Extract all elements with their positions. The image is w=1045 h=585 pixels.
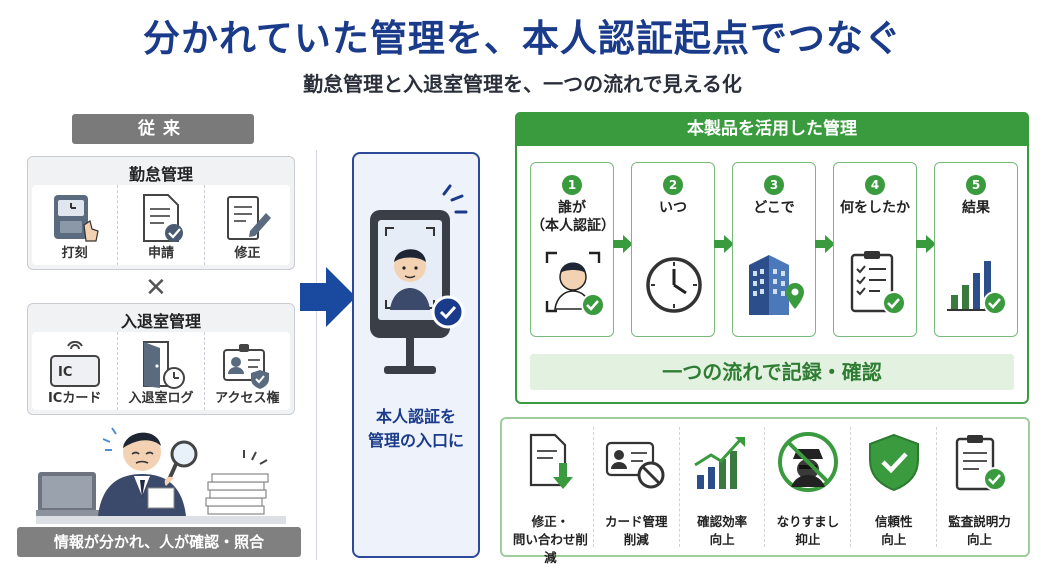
- right-arrow-icon: [300, 267, 356, 327]
- step-label-line1: 誰が: [558, 200, 586, 216]
- benefit-item: 監査説明力 向上: [937, 427, 1022, 547]
- step-who: 1 誰が （本人認証）: [530, 162, 615, 337]
- door-log-icon: [142, 341, 185, 389]
- growth-chart-icon: [694, 437, 746, 489]
- access-item-label: アクセス権: [215, 391, 280, 406]
- attendance-item-edit: 修正: [205, 185, 290, 265]
- step-label: 何をしたか: [834, 199, 916, 217]
- benefit-item: カード管理 削減: [594, 427, 680, 547]
- step-number: 4: [865, 175, 885, 195]
- step-label-line1: いつ: [659, 200, 687, 216]
- flow-banner: 一つの流れで記録・確認: [530, 354, 1014, 390]
- green-arrow-icon: [815, 235, 835, 253]
- benefit-label: 修正・ 問い合わせ削減: [512, 514, 588, 565]
- ic-card-text: IC: [58, 365, 72, 380]
- step-label: いつ: [632, 199, 714, 217]
- step-number: 5: [966, 175, 986, 195]
- step-label-line2: （本人認証）: [531, 218, 615, 234]
- clock-icon: [646, 257, 702, 313]
- step-label: 結果: [935, 199, 1017, 217]
- center-caption-line1: 本人認証を: [375, 407, 456, 426]
- bar-chart-icon: [947, 261, 1007, 315]
- step-number: 3: [764, 175, 784, 195]
- page-subtitle: 勤怠管理と入退室管理を、一つの流れで見える化: [303, 72, 742, 96]
- benefit-item: 修正・ 問い合わせ削減: [508, 427, 594, 565]
- step-label: 誰が （本人認証）: [531, 199, 615, 235]
- step-label-line1: 結果: [962, 200, 990, 216]
- benefit-item: なりすまし 抑止: [765, 427, 852, 547]
- step-number: 2: [663, 175, 683, 195]
- card-prohibited-icon: [606, 441, 665, 489]
- page-title: 分かれていた管理を、本人認証起点でつなぐ: [143, 17, 902, 60]
- time-clock-icon: [53, 195, 99, 242]
- product-header: 本製品を活用した管理: [515, 112, 1029, 146]
- step-result: 5 結果: [934, 162, 1018, 337]
- ic-card-icon: IC: [49, 340, 100, 387]
- attendance-item-label: 申請: [147, 246, 174, 261]
- attendance-title: 勤怠管理: [128, 165, 193, 184]
- attendance-item-label: 修正: [234, 246, 261, 261]
- access-title: 入退室管理: [120, 312, 201, 331]
- benefit-item: 信頼性 向上: [851, 427, 938, 547]
- benefit-label: 確認効率 向上: [697, 514, 748, 547]
- attendance-group: 勤怠管理 打刻 申請: [27, 156, 295, 270]
- edit-document-icon: [227, 196, 272, 240]
- green-arrow-icon: [613, 235, 633, 253]
- access-item-label: ICカード: [47, 391, 102, 406]
- legacy-header: 従来: [72, 114, 254, 144]
- attendance-item-label: 打刻: [61, 246, 88, 261]
- no-impersonation-icon: [777, 432, 838, 492]
- building-location-icon: [749, 255, 804, 315]
- face-auth-kiosk-icon: [370, 184, 468, 374]
- step-what: 4 何をしたか: [833, 162, 917, 337]
- document-download-icon: [530, 433, 574, 489]
- shield-check-icon: [868, 433, 919, 492]
- green-arrow-icon: [714, 235, 734, 253]
- step-where: 3 どこで: [732, 162, 816, 337]
- benefit-label: なりすまし 抑止: [776, 514, 840, 547]
- access-item-iccard: IC ICカード: [32, 332, 119, 410]
- benefit-label: 監査説明力 向上: [948, 514, 1011, 547]
- attendance-item-punch: 打刻: [32, 185, 119, 265]
- application-document-icon: [142, 194, 183, 242]
- step-number: 1: [562, 175, 582, 195]
- access-group: 入退室管理 IC ICカード 入退室ログ: [27, 303, 295, 415]
- step-label-line1: どこで: [753, 200, 795, 216]
- access-item-permission: アクセス権: [205, 332, 290, 410]
- benefits-panel: 修正・ 問い合わせ削減 カード管理 削減 確認効率 向上: [500, 417, 1030, 565]
- benefit-item: 確認効率 向上: [680, 427, 766, 547]
- step-when: 2 いつ: [631, 162, 715, 337]
- access-item-label: 入退室ログ: [128, 391, 194, 406]
- attendance-item-apply: 申請: [118, 185, 205, 265]
- access-badge-icon: [223, 344, 270, 389]
- center-caption: 本人認証を 管理の入口に: [352, 405, 480, 453]
- audit-clipboard-icon: [955, 435, 1007, 491]
- times-symbol: ✕: [145, 273, 167, 303]
- worried-person-illustration: [36, 427, 286, 524]
- column-divider: [316, 150, 317, 560]
- center-caption-line2: 管理の入口に: [367, 431, 464, 450]
- checklist-icon: [850, 251, 906, 315]
- step-label-line1: 何をしたか: [840, 200, 910, 216]
- green-arrow-icon: [916, 235, 936, 253]
- access-item-log: 入退室ログ: [118, 332, 205, 410]
- benefit-label: カード管理 削減: [604, 514, 668, 547]
- legacy-footer: 情報が分かれ、人が確認・照合: [17, 527, 301, 557]
- step-label: どこで: [733, 199, 815, 217]
- benefit-label: 信頼性 向上: [874, 514, 913, 547]
- face-scan-icon: [545, 251, 605, 317]
